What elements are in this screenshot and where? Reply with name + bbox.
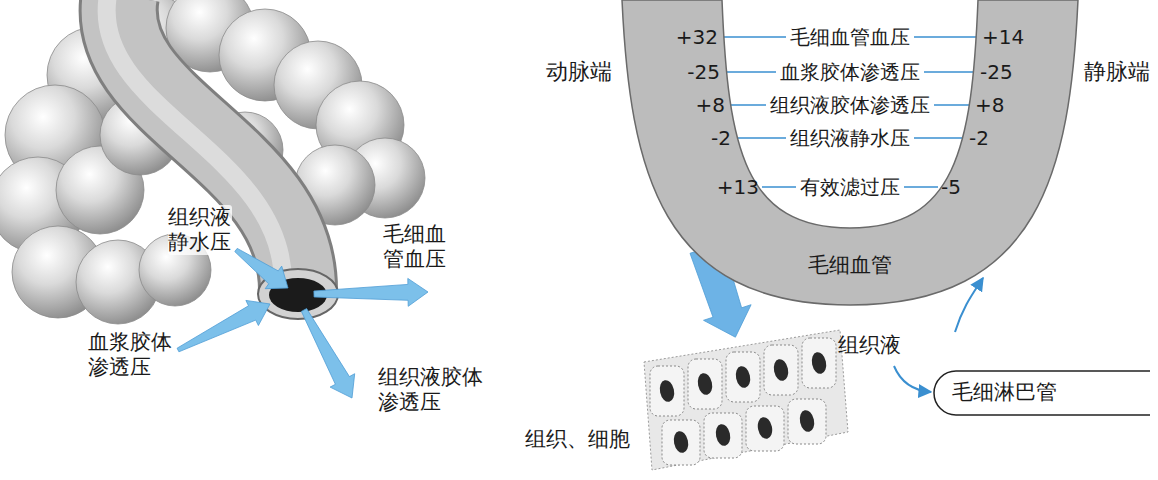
tissue-cells: 组织、细胞 <box>640 322 852 474</box>
pressure-value: -2 <box>711 126 731 150</box>
leader-line <box>723 71 776 73</box>
leader-line <box>934 104 972 106</box>
cell-nucleus <box>756 416 774 440</box>
capillary-highlight <box>107 0 283 285</box>
cell <box>704 413 742 458</box>
cell <box>688 359 722 409</box>
leader-line <box>904 186 938 188</box>
tissue-block <box>644 330 848 470</box>
pressure-name: 组织液静水压 <box>790 126 910 150</box>
pressure-label: 组织液胶体渗透压 <box>378 365 484 415</box>
pressure-label: 血浆胶体渗透压 <box>88 330 173 380</box>
pressure-value: -25 <box>980 60 1013 84</box>
lymph-arrow <box>894 366 931 392</box>
cell <box>650 366 684 416</box>
leader-line <box>924 71 977 73</box>
node-label: 毛细血管 <box>808 253 892 278</box>
cell-nucleus <box>658 379 676 403</box>
pressure-value: -25 <box>687 60 720 84</box>
pressure-value: +8 <box>975 93 1004 117</box>
return-arrow <box>955 278 983 332</box>
tissue-cells-shape <box>640 322 852 474</box>
pressure-value: -2 <box>969 126 989 150</box>
pressure-arrow <box>301 309 354 398</box>
pressure-label: 毛细血管血压 <box>383 222 447 272</box>
lymph-capillary: 毛细淋巴管 <box>922 365 1150 421</box>
pressure-name: 毛细血管血压 <box>790 25 910 49</box>
pressure-value: +8 <box>696 93 725 117</box>
pressure-value: -5 <box>941 175 961 199</box>
leader-line <box>721 36 786 38</box>
cell-nucleus <box>696 372 714 396</box>
leader-line <box>914 36 979 38</box>
leader-line <box>914 137 966 139</box>
pressure-value: +13 <box>717 175 759 199</box>
cell-nucleus <box>810 351 828 375</box>
leader-line <box>734 137 786 139</box>
cell <box>788 399 826 444</box>
capillary-wall <box>622 0 1078 305</box>
pressure-arrow <box>177 300 270 351</box>
leader-line <box>728 104 766 106</box>
pressure-value: +14 <box>982 25 1024 49</box>
node-label: 毛细淋巴管 <box>952 380 1057 405</box>
pressure-value: +32 <box>676 25 718 49</box>
region-label: 组织液 <box>838 333 901 358</box>
cell-nucleus <box>798 409 816 433</box>
cell-nucleus <box>672 430 690 454</box>
band-group <box>622 0 1078 305</box>
cell-nucleus <box>772 358 790 382</box>
lymph-outline <box>934 371 1150 415</box>
cell <box>726 352 760 402</box>
cell <box>802 338 836 388</box>
pressure-name: 组织液胶体渗透压 <box>770 93 930 117</box>
cell <box>746 406 784 451</box>
cell <box>662 420 700 465</box>
end-label: 静脉端 <box>1084 59 1150 85</box>
cell-nucleus <box>734 365 752 389</box>
pressure-name: 有效滤过压 <box>800 175 900 199</box>
end-label: 动脉端 <box>546 59 612 85</box>
node-label: 组织、细胞 <box>525 427 630 452</box>
pressure-name: 血浆胶体渗透压 <box>780 60 920 84</box>
pressure-label: 组织液静水压 <box>168 205 232 255</box>
pressure-arrow <box>314 278 428 306</box>
cell <box>764 345 798 395</box>
leader-line <box>762 186 796 188</box>
cell-nucleus <box>714 423 732 447</box>
pressure-arrow <box>235 248 288 288</box>
